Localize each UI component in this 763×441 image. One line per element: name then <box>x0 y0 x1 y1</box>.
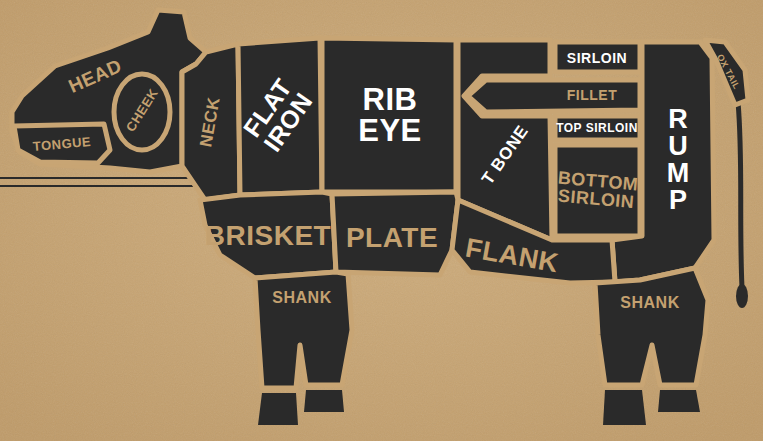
cut-shape <box>332 192 458 275</box>
cut-region: SIRLOIN <box>555 42 640 72</box>
cut-shape <box>705 40 748 105</box>
cut-label: TOP SIRLOIN <box>556 122 638 134</box>
hoof <box>258 393 298 425</box>
cut-shape <box>452 200 615 283</box>
cut-region: NECK <box>182 44 240 200</box>
cut-region: CHEEK <box>114 74 170 150</box>
cut-shape <box>114 74 170 150</box>
cut-outline <box>612 42 714 282</box>
cut-region: RUMP <box>612 42 714 282</box>
cut-shape <box>322 38 456 192</box>
cut-region: FLANK <box>452 200 615 283</box>
cut-label: SHANK <box>272 290 331 306</box>
cut-label: SHANK <box>620 295 679 311</box>
decor-line <box>0 177 200 179</box>
cut-region: SHANK <box>595 268 708 385</box>
cut-shape <box>595 268 708 385</box>
cut-region: TONGUE <box>14 124 110 163</box>
cut-label: BOTTOM SIRLOIN <box>556 169 639 212</box>
cut-shape <box>555 145 640 236</box>
cut-shape <box>14 124 110 163</box>
cut-region: TOP SIRLOIN <box>555 116 640 140</box>
cut-label: PLATE <box>346 224 438 252</box>
cut-shape <box>555 116 640 140</box>
cut-region: PLATE <box>332 192 458 275</box>
cut-region: FILLET <box>468 80 640 112</box>
cut-label: FILLET <box>567 88 617 102</box>
cut-region: BRISKET <box>200 192 336 278</box>
tail-tuft <box>736 284 748 308</box>
cut-shape <box>612 42 714 282</box>
cut-region: RIB EYE <box>322 38 456 192</box>
cut-region: OX TAIL <box>705 40 748 105</box>
decor-line <box>0 185 200 187</box>
cut-shape <box>200 192 336 278</box>
cut-shape <box>555 42 640 72</box>
cut-outline <box>595 268 708 385</box>
cut-label: BRISKET <box>205 222 331 250</box>
cut-region: FLAT IRON <box>238 38 322 195</box>
hoof <box>304 390 344 412</box>
cut-shape <box>468 80 640 112</box>
hoof <box>603 390 646 425</box>
cut-label: SIRLOIN <box>567 51 627 65</box>
cut-label: RIB EYE <box>350 84 430 146</box>
cut-label: RUMP <box>665 106 691 214</box>
tail-line <box>738 102 742 288</box>
cut-region: BOTTOM SIRLOIN <box>555 145 640 236</box>
hoof <box>658 390 700 412</box>
cut-shape <box>182 44 240 200</box>
cut-shape <box>255 272 352 388</box>
cut-region: SHANK <box>255 272 352 388</box>
cut-shape <box>12 10 206 172</box>
